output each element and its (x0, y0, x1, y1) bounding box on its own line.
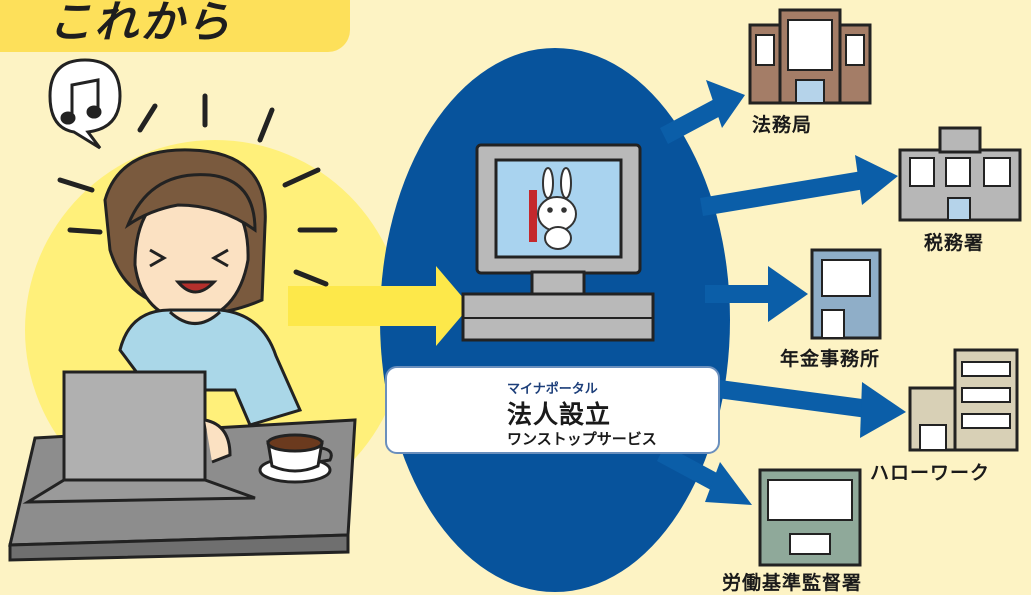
office-label-legal-affairs-bureau: 法務局 (752, 114, 813, 136)
building-hello-work (908, 348, 1019, 452)
service-name: 法人設立 (507, 400, 612, 429)
building-legal-affairs-bureau (748, 8, 872, 105)
service-card: マイナポータル 法人設立 ワンストップサービス (385, 366, 720, 454)
coffee-cup-icon (258, 433, 333, 484)
office-label-hello-work: ハローワーク (870, 462, 991, 484)
laptop-icon (22, 370, 256, 504)
office-label-tax-office: 税務署 (924, 232, 985, 254)
building-pension-office (810, 248, 882, 340)
building-labour-standards-office (758, 468, 862, 567)
arrow-labour-standards-office (657, 445, 752, 505)
arrow-tax-office (700, 155, 898, 216)
arrow-legal-affairs-bureau (660, 80, 745, 144)
mascot-rabbit-icon (529, 167, 577, 250)
office-arrows (657, 80, 906, 505)
arrow-pension-office (705, 266, 808, 322)
user-woman-illustration (103, 148, 303, 427)
office-label-labour-standards-office: 労働基準監督署 (722, 572, 863, 594)
building-tax-office (898, 126, 1022, 222)
page-title: これから (48, 0, 232, 48)
service-subtitle: ワンストップサービス (507, 430, 657, 448)
portal-label: マイナポータル (507, 382, 598, 397)
title-tab (0, 0, 350, 52)
office-label-pension-office: 年金事務所 (780, 348, 881, 370)
arrow-to-computer (288, 266, 470, 346)
joy-lines (57, 93, 338, 287)
arrow-hello-work (702, 378, 906, 438)
building-icon (748, 8, 1022, 567)
music-note-icon (48, 58, 122, 150)
